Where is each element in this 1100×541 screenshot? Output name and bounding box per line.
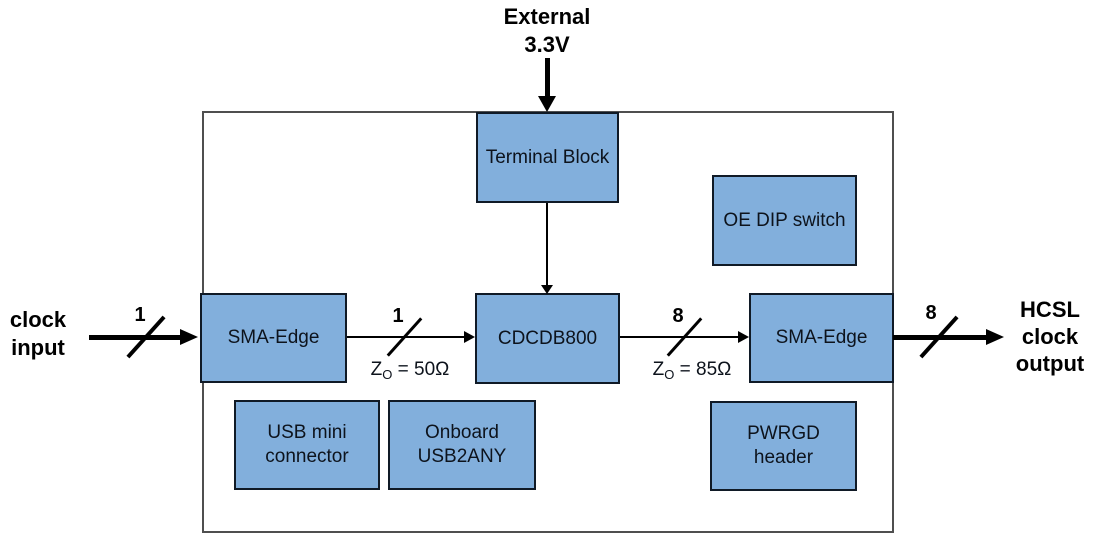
input-impedance-label: ZO = 50Ω	[355, 359, 465, 382]
sma-to-cdcdb800-bus-count: 1	[392, 305, 404, 327]
external-supply-arrow-shaft	[545, 58, 550, 97]
impedance-subscript: O	[664, 367, 675, 382]
impedance-symbol: Z	[370, 359, 383, 380]
clock-input-arrow-shaft	[89, 335, 181, 340]
impedance-symbol: Z	[652, 359, 665, 380]
impedance-value: = 85Ω	[674, 359, 732, 380]
block-onboard-usb2any: Onboard USB2ANY	[388, 400, 536, 490]
external-supply-label: External 3.3V	[503, 4, 591, 57]
cdcdb800-to-sma-line	[620, 336, 739, 338]
clock-input-bus-count: 1	[134, 304, 146, 326]
cdcdb800-to-sma-bus-count: 8	[672, 305, 684, 327]
terminal-to-cdcdb800-line	[546, 203, 548, 286]
block-oe-dip-switch: OE DIP switch	[712, 175, 857, 266]
output-impedance-label: ZO = 85Ω	[636, 359, 748, 382]
hcsl-output-label: HCSL clock output	[1015, 297, 1085, 376]
terminal-to-cdcdb800-arrowhead-icon	[541, 285, 553, 294]
impedance-value: = 50Ω	[392, 359, 450, 380]
clock-output-arrowhead-icon	[986, 329, 1004, 345]
block-pwrgd-header: PWRGD header	[710, 401, 857, 491]
block-usb-mini-connector: USB mini connector	[234, 400, 380, 490]
block-sma-edge-output: SMA-Edge	[749, 293, 894, 383]
block-terminal-block: Terminal Block	[476, 112, 619, 203]
block-sma-edge-input: SMA-Edge	[200, 293, 347, 383]
external-supply-arrowhead-icon	[538, 96, 556, 112]
impedance-subscript: O	[382, 367, 393, 382]
clock-output-bus-count: 8	[925, 302, 937, 324]
sma-to-cdcdb800-arrowhead-icon	[464, 331, 475, 343]
block-cdcdb800: CDCDB800	[475, 293, 620, 384]
clock-input-label: clock input	[9, 307, 67, 360]
clock-input-arrowhead-icon	[180, 329, 198, 345]
cdcdb800-to-sma-arrowhead-icon	[738, 331, 749, 343]
